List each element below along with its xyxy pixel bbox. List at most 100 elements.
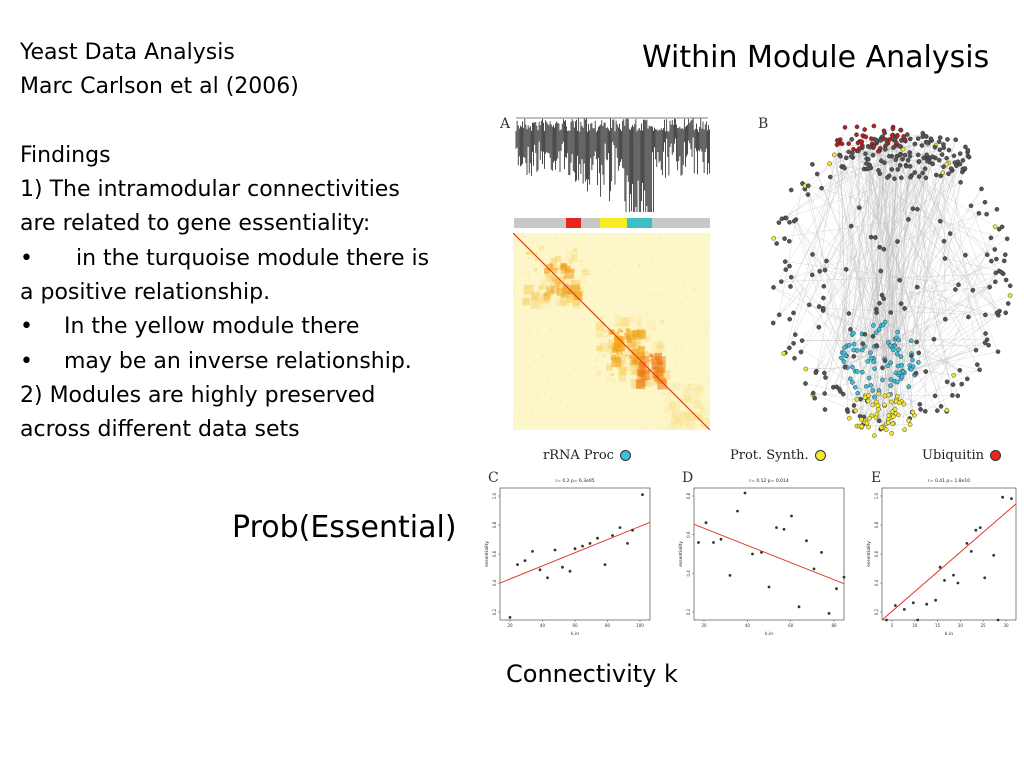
heatmap-cell [690, 419, 693, 421]
network-node [974, 362, 980, 367]
network-node [916, 159, 922, 164]
network-node [908, 367, 914, 372]
network-node [951, 372, 957, 378]
heatmap-cell [527, 329, 530, 332]
network-node [915, 206, 920, 212]
heatmap-cell [552, 279, 561, 287]
network-node [944, 379, 950, 385]
network-node [853, 408, 858, 414]
heatmap-cell [531, 293, 539, 301]
heatmap-cell [549, 264, 556, 270]
network-node [946, 171, 951, 177]
heatmap-cell [633, 342, 642, 350]
network-node [868, 355, 874, 361]
data-point [728, 574, 732, 577]
network-node [810, 390, 816, 396]
heatmap-cell [628, 349, 630, 352]
x-axis-label: k.in [571, 631, 579, 637]
network-node [908, 175, 913, 180]
heatmap-cell [582, 268, 589, 276]
heatmap-cell [560, 266, 563, 269]
heatmap-cell [631, 379, 641, 389]
heatmap-cell [675, 361, 677, 364]
data-point [641, 493, 644, 496]
heatmap-cell [518, 413, 521, 415]
blank-line [20, 105, 490, 139]
heatmap-cell [696, 384, 704, 392]
heatmap-cell [538, 331, 540, 333]
heatmap-cell [670, 401, 680, 411]
finding1-line2: are related to gene essentiality: [20, 211, 371, 237]
heatmap-cell [631, 348, 639, 356]
heatmap-cell [692, 394, 701, 403]
network-node [958, 180, 963, 185]
heatmap-cell [638, 265, 641, 267]
network-node [842, 364, 848, 370]
heatmap-cell [667, 392, 669, 395]
heatmap-cell [596, 331, 603, 338]
heatmap-cell [579, 276, 587, 284]
network-node [812, 395, 817, 401]
heatmap-cell [531, 408, 533, 410]
y-tick-label: 0.4 [686, 570, 691, 577]
heatmap-cell [621, 299, 624, 302]
heatmap-cell [675, 394, 678, 397]
network-node [912, 141, 918, 147]
network-node [946, 147, 952, 153]
heatmap-cell [548, 274, 553, 280]
heatmap-cell [563, 284, 573, 294]
heatmap-cell [513, 287, 516, 290]
heatmap-cell [695, 387, 703, 395]
plot-frame [499, 487, 651, 621]
y-axis-caption: Prob(Essential) [232, 510, 457, 545]
heatmap-cell [640, 427, 642, 429]
network-node [871, 323, 876, 328]
network-node [973, 347, 979, 353]
network-node [837, 386, 842, 392]
heatmap-cell [635, 337, 642, 344]
module-network [770, 123, 1013, 439]
heatmap-cell [669, 385, 675, 391]
network-node [862, 127, 867, 132]
network-node [771, 285, 776, 290]
heatmap-diagonal [513, 233, 710, 430]
network-node [877, 244, 882, 250]
network-node [810, 252, 815, 257]
network-node [898, 127, 904, 133]
category-text: Prot. Synth. [730, 448, 809, 463]
heatmap-cell [550, 397, 553, 400]
heatmap-cell [563, 291, 568, 296]
heatmap-cell [560, 272, 567, 279]
heatmap-cell [566, 280, 574, 288]
network-node [823, 375, 828, 380]
heatmap-cell [671, 410, 679, 418]
network-node [880, 322, 886, 328]
heatmap-cell [673, 422, 683, 430]
network-node [890, 421, 895, 427]
heatmap-cell [553, 384, 555, 386]
network-node [932, 144, 938, 150]
heatmap-cell [566, 289, 572, 295]
heatmap-cell [652, 234, 654, 237]
network-node [882, 147, 888, 152]
network-node [862, 331, 868, 337]
data-point [1001, 495, 1004, 499]
network-node [783, 267, 789, 272]
network-node [937, 218, 943, 224]
network-node [835, 138, 840, 143]
heatmap-cell [683, 280, 685, 283]
plot-frame [693, 487, 845, 621]
network-node [915, 152, 921, 158]
network-node [806, 302, 812, 308]
network-node [803, 366, 809, 372]
heatmap-cell [607, 274, 609, 277]
heatmap-cell [644, 355, 647, 358]
heatmap-cell [543, 395, 546, 397]
x-axis-label: k.in [765, 631, 773, 637]
heatmap-cell [628, 328, 631, 332]
network-node [923, 175, 929, 181]
heatmap-cell [558, 304, 560, 306]
heatmap-cell [540, 294, 550, 304]
network-node [792, 355, 797, 361]
module-color-bar [514, 218, 710, 228]
